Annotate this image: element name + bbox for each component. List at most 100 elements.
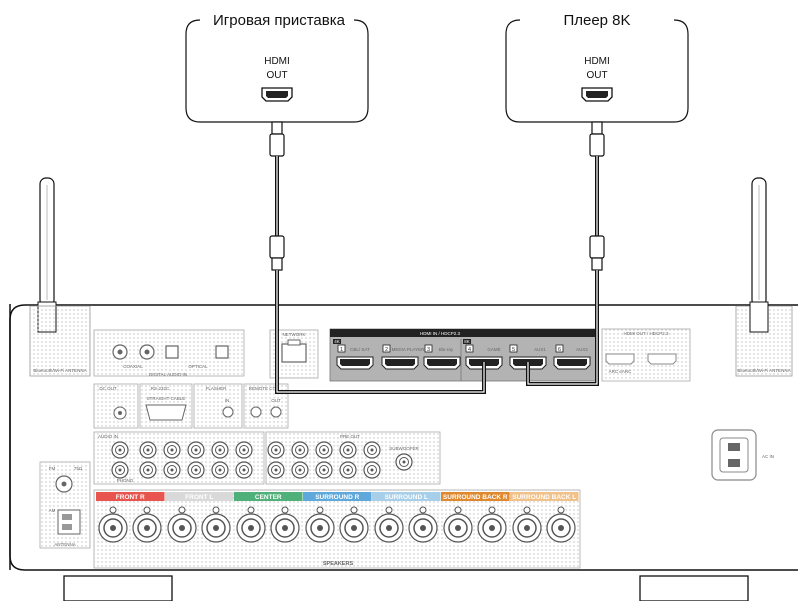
rca-jack[interactable] [315,441,333,459]
rca-jack[interactable] [187,461,205,479]
rca-jack[interactable] [163,441,181,459]
am-antenna-terminal[interactable] [57,509,81,535]
am-label: AM [49,508,56,513]
hdmi-input-2-port[interactable] [381,356,419,370]
speaker-binding-post[interactable] [374,506,404,543]
network-port[interactable] [281,339,307,363]
rca-jack[interactable] [111,441,129,459]
svg-text:Blu-ray: Blu-ray [439,347,454,352]
rca-jack[interactable] [395,453,413,471]
ac-inlet[interactable] [711,429,757,481]
fm-antenna-jack[interactable] [55,475,73,493]
svg-text:4: 4 [468,347,471,353]
hdmi-out-arc-label: ARC eARC [609,369,633,374]
coaxial-label: COAXIAL [123,364,143,369]
speaker-binding-post[interactable] [546,506,576,543]
hdmi-input-3-label: 3 Blu-ray [424,344,454,353]
speaker-binding-post[interactable] [201,506,231,543]
speaker-group-3: CENTER [234,492,303,543]
game-console-out-label: OUT [266,70,287,81]
game-console-title: Игровая приставка [213,12,346,29]
optical-jack-2[interactable] [215,345,229,359]
rca-jack[interactable] [187,441,205,459]
game-console-device: Игровая приставка HDMI OUT [185,12,369,123]
remote-out-label: OUT [271,398,281,403]
speaker-binding-post[interactable] [443,506,473,543]
speaker-binding-post[interactable] [305,506,335,543]
coaxial-jack-2[interactable] [139,344,155,360]
speaker-binding-post[interactable] [339,506,369,543]
flasher-in-jack[interactable] [222,406,234,418]
hdmi-cable-player-8k[interactable] [526,121,605,386]
antenna-label: ANTENNA [54,542,76,547]
rca-jack[interactable] [139,461,157,479]
rca-jack[interactable] [211,461,229,479]
game-console-hdmi-port[interactable] [261,87,293,102]
hdmi-input-3-port[interactable] [423,356,461,370]
rca-jack[interactable] [363,441,381,459]
remote-out-jack[interactable] [270,406,282,418]
rca-jack[interactable] [211,441,229,459]
speaker-group-label: CENTER [255,494,282,501]
rca-jack[interactable] [315,461,333,479]
rca-jack[interactable] [339,461,357,479]
hdmi-input-1-port[interactable] [336,356,374,370]
fm-ohm-label: 75Ω [74,466,83,471]
digital-audio-in-label: DIGITAL AUDIO IN [149,372,187,377]
ac-inlet-block: AC IN [711,429,774,481]
left-antenna[interactable]: Bluetooth/Wi-Fi ANTENNA [29,177,91,377]
hdmi-input-1-label: 1 CBL/ SAT [337,344,370,353]
speaker-binding-post[interactable] [98,506,128,543]
speaker-binding-post[interactable] [270,506,300,543]
rca-jack[interactable] [291,461,309,479]
player-8k-hdmi-port[interactable] [581,87,613,102]
right-antenna-label: Bluetooth/Wi-Fi ANTENNA [737,368,790,373]
hdmi-out-port-1[interactable] [605,353,635,365]
rca-jack[interactable] [291,441,309,459]
flasher-label: FLASHER [206,386,228,391]
hdmi-out-port-2[interactable] [647,353,677,365]
svg-text:5: 5 [512,347,515,353]
game-console-hdmi-label: HDMI [264,56,290,67]
hdmi-input-6-port[interactable] [553,356,591,370]
speaker-binding-post[interactable] [132,506,162,543]
rca-jack[interactable] [267,461,285,479]
hdmi-input-6-label: 6 AUX2 [555,344,588,353]
speaker-binding-post[interactable] [512,506,542,543]
player-8k-hdmi-label: HDMI [584,56,610,67]
fm-label: FM [49,466,56,471]
rca-jack[interactable] [235,441,253,459]
rca-jack[interactable] [267,441,285,459]
right-antenna[interactable]: Bluetooth/Wi-Fi ANTENNA [735,177,793,377]
rca-jack[interactable] [339,441,357,459]
rs232c-port[interactable] [145,404,187,421]
svg-text:MEDIA PLAYER: MEDIA PLAYER [392,347,425,352]
optical-jack-1[interactable] [165,345,179,359]
ac-in-label: AC IN [762,454,774,459]
speaker-group-label: FRONT L [185,494,213,501]
player-8k-device: Плеер 8K HDMI OUT [505,12,689,123]
coaxial-jack-1[interactable] [112,344,128,360]
speaker-binding-post[interactable] [408,506,438,543]
rca-jack[interactable] [139,441,157,459]
rca-jack[interactable] [111,461,129,479]
rca-jack[interactable] [163,461,181,479]
subwoofer-label: SUBWOOFER [389,446,419,451]
left-foot [63,575,173,601]
speaker-binding-post[interactable] [236,506,266,543]
svg-text:2: 2 [385,347,388,353]
speaker-binding-post[interactable] [167,506,197,543]
rca-jack[interactable] [363,461,381,479]
hdmi-input-5-label: 5 AUX1 [509,344,546,353]
speaker-group-label: SURROUND BACK R [443,494,508,501]
speaker-binding-post[interactable] [477,506,507,543]
remote-in-jack[interactable] [250,406,262,418]
speaker-group-7: SURROUND BACK L [510,492,579,543]
svg-text:AUX2: AUX2 [576,347,588,352]
hdmi-cable-game-console[interactable] [269,121,486,394]
dc-out-label: DC OUT [99,386,116,391]
speaker-group-label: SURROUND R [315,494,359,501]
rca-jack[interactable] [235,461,253,479]
dc-out-jack[interactable] [113,406,127,420]
svg-text:3: 3 [427,347,430,353]
